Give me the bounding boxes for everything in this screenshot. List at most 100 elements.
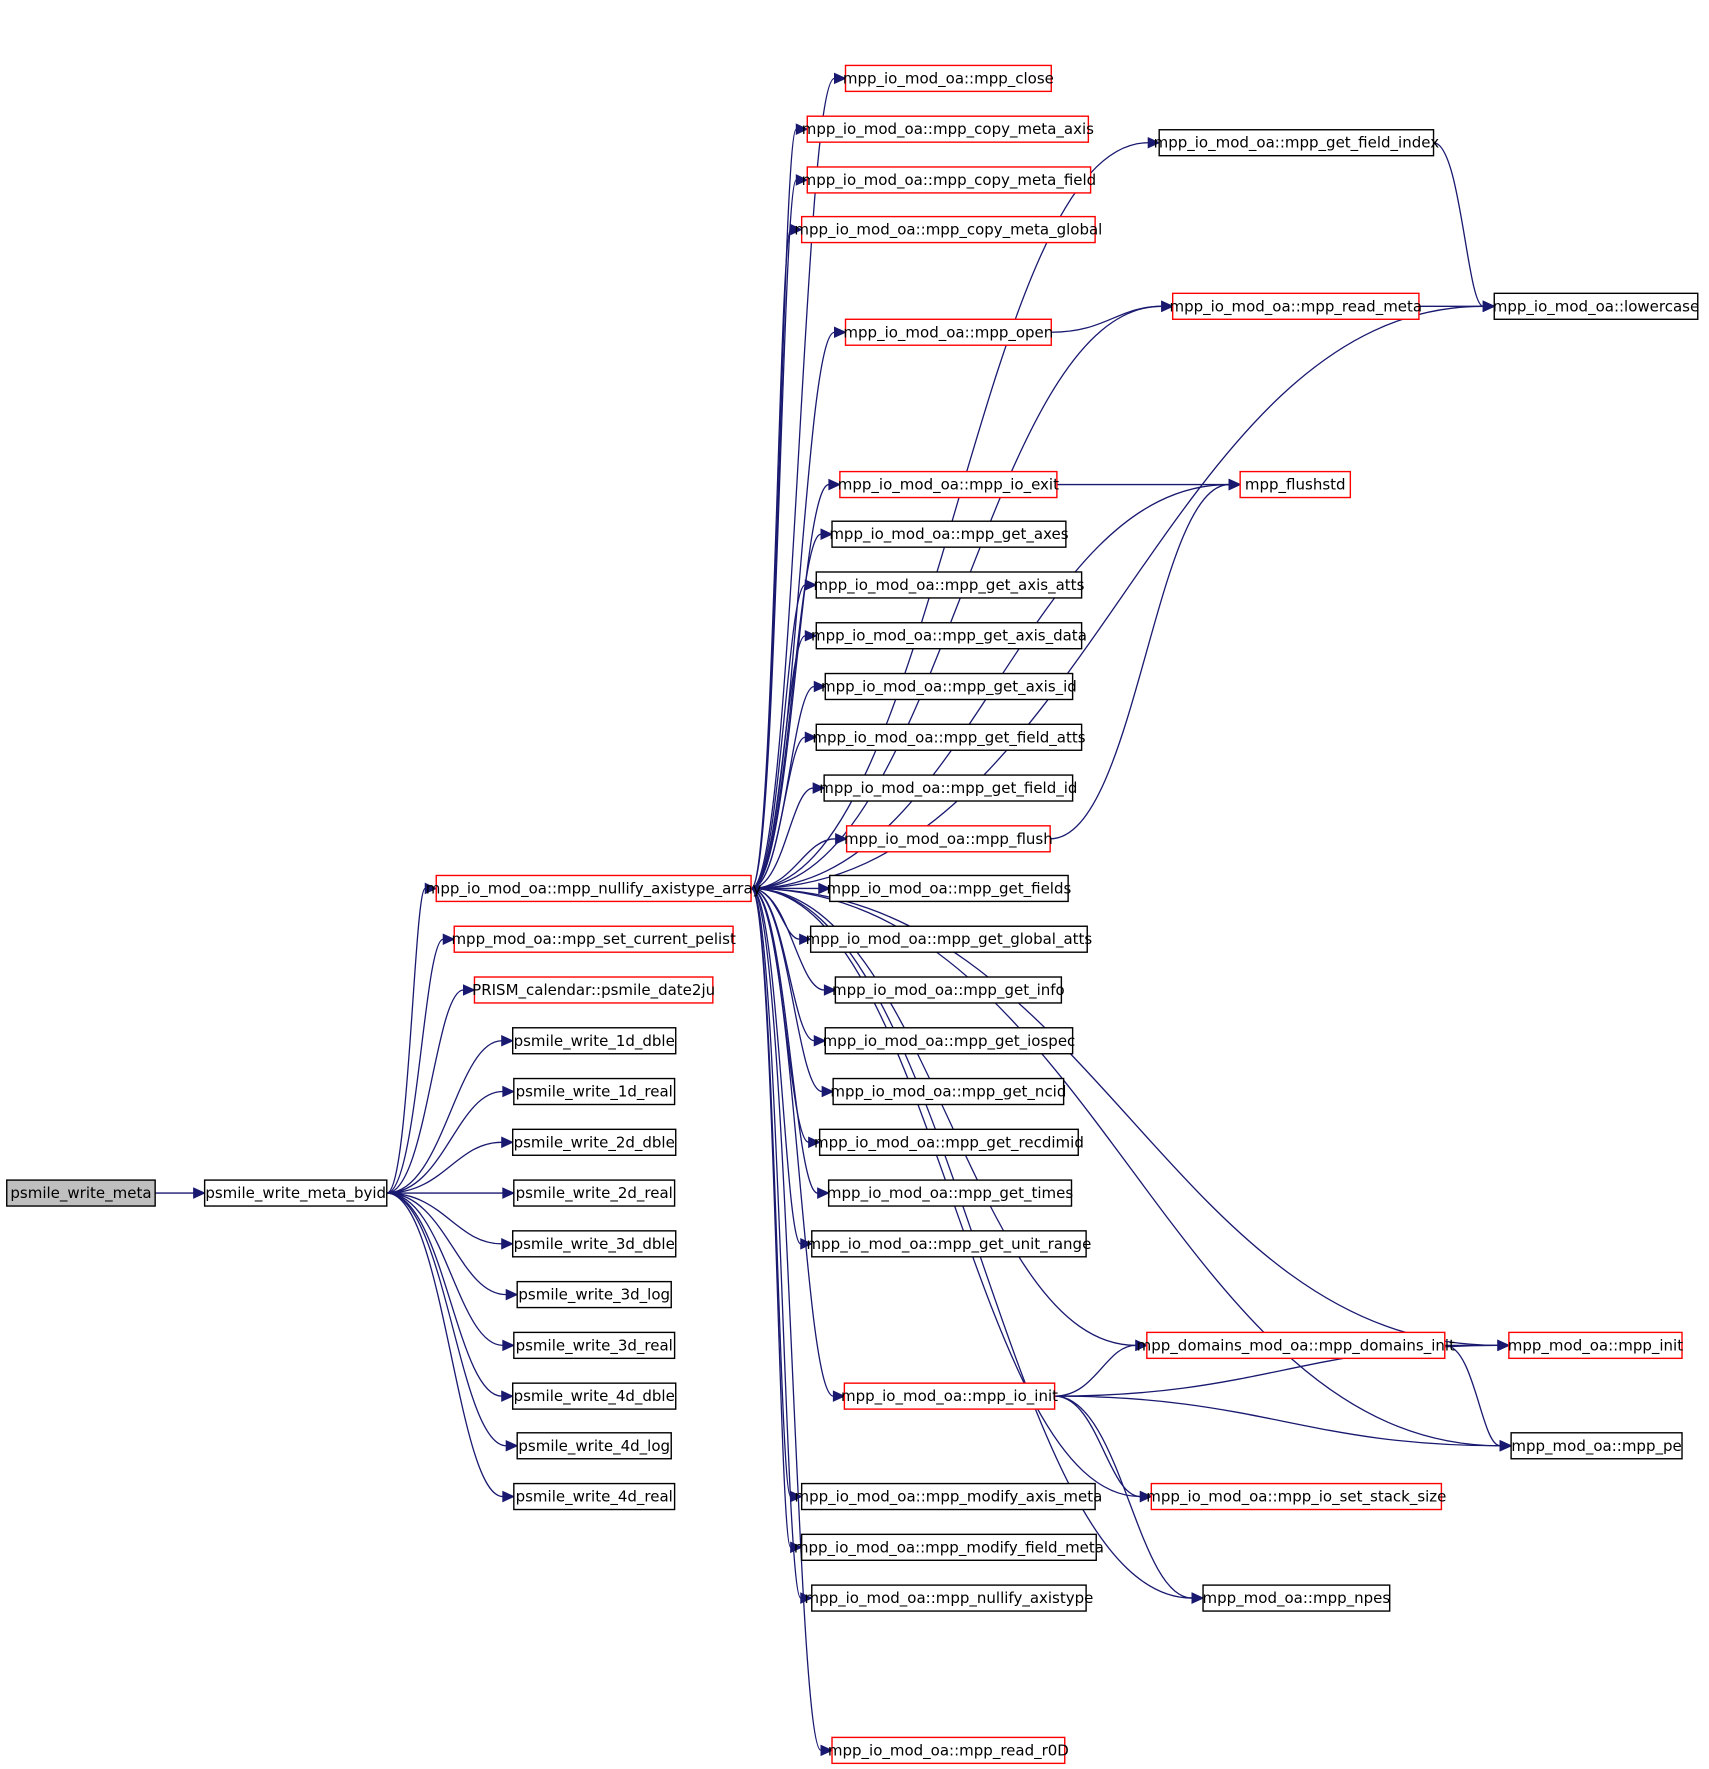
edge-nullify_arr-to-get_axis_data — [750, 635, 806, 890]
node-nullify-axt[interactable]: mpp_io_mod_oa::mpp_nullify_axistype — [804, 1584, 1093, 1612]
node-box — [800, 215, 1096, 244]
node-box — [513, 1331, 676, 1360]
edge-nullify_arr-to-get_axes — [750, 533, 822, 890]
node-mod-field-meta[interactable]: mpp_io_mod_oa::mpp_modify_field_meta — [794, 1533, 1104, 1561]
node-label: mpp_io_mod_oa::mpp_get_axis_id — [821, 678, 1077, 697]
node-box — [203, 1179, 388, 1207]
edge-byid-to-w1dd — [386, 1040, 502, 1194]
node-io-exit[interactable]: mpp_io_mod_oa::mpp_io_exit — [838, 470, 1059, 499]
node-mod-axis-meta[interactable]: mpp_io_mod_oa::mpp_modify_axis_meta — [794, 1482, 1102, 1511]
node-get-axis-id[interactable]: mpp_io_mod_oa::mpp_get_axis_id — [821, 672, 1077, 701]
node-nullify-arr[interactable]: mpp_io_mod_oa::mpp_nullify_axistype_arra… — [426, 874, 762, 903]
edge-byid-to-w2dd — [386, 1141, 502, 1194]
arrowhead — [817, 1187, 830, 1199]
node-box — [832, 1077, 1065, 1106]
edge-byid-to-date2ju — [386, 989, 464, 1194]
node-mpp-init[interactable]: mpp_mod_oa::mpp_init — [1508, 1331, 1683, 1360]
node-w3dd[interactable]: psmile_write_3d_dble — [512, 1230, 677, 1258]
node-label: mpp_io_mod_oa::mpp_copy_meta_axis — [802, 120, 1094, 139]
node-w1dd[interactable]: psmile_write_1d_dble — [512, 1027, 677, 1055]
node-label: mpp_io_mod_oa::mpp_get_fields — [827, 879, 1072, 898]
node-get-ncid[interactable]: mpp_io_mod_oa::mpp_get_ncid — [830, 1077, 1066, 1106]
node-box — [831, 1736, 1066, 1765]
edge-open-to-read_meta — [1051, 305, 1162, 333]
arrowhead — [820, 528, 834, 540]
node-box — [1150, 1482, 1443, 1511]
edge-nullify_arr-to-nullify_axt — [750, 887, 802, 1599]
node-close[interactable]: mpp_io_mod_oa::mpp_close — [843, 64, 1054, 93]
edge-nullify_arr-to-lowercase — [751, 305, 1484, 890]
node-get-axes[interactable]: mpp_io_mod_oa::mpp_get_axes — [829, 520, 1069, 548]
node-box — [843, 1382, 1056, 1410]
node-cp-axis[interactable]: mpp_io_mod_oa::mpp_copy_meta_axis — [802, 115, 1094, 143]
edge-nullify_arr-to-cp_field — [750, 179, 797, 890]
node-flushstd[interactable]: mpp_flushstd — [1239, 470, 1352, 499]
node-w4dr[interactable]: psmile_write_4d_real — [513, 1482, 676, 1511]
node-box — [845, 825, 1051, 853]
node-set-pelist[interactable]: mpp_mod_oa::mpp_set_current_pelist — [451, 925, 736, 953]
node-cp-field[interactable]: mpp_io_mod_oa::mpp_copy_meta_field — [802, 166, 1097, 194]
node-label: mpp_io_mod_oa::mpp_nullify_axistype_arra… — [426, 879, 762, 898]
node-get-times[interactable]: mpp_io_mod_oa::mpp_get_times — [827, 1179, 1073, 1207]
node-get-unit-range[interactable]: mpp_io_mod_oa::mpp_get_unit_range — [807, 1230, 1092, 1258]
node-get-field-id[interactable]: mpp_io_mod_oa::mpp_get_field_id — [819, 774, 1077, 802]
node-byid[interactable]: psmile_write_meta_byid — [203, 1179, 388, 1207]
node-read-meta[interactable]: mpp_io_mod_oa::mpp_read_meta — [1169, 292, 1422, 320]
node-label: mpp_io_mod_oa::mpp_get_axis_data — [811, 627, 1087, 646]
node-flush[interactable]: mpp_io_mod_oa::mpp_flush — [844, 825, 1053, 853]
node-box — [512, 1382, 677, 1410]
edge-nullify_arr-to-read_r0d — [750, 887, 822, 1752]
node-w3dr[interactable]: psmile_write_3d_real — [513, 1331, 676, 1360]
node-date2ju[interactable]: PRISM_calendar::psmile_date2ju — [472, 976, 715, 1004]
arrowhead — [505, 1288, 519, 1301]
edge-nullify_arr-to-get_info — [751, 887, 825, 991]
edge-nullify_arr-to-mpp_pe — [751, 887, 1501, 1447]
edge-domains_init-to-mpp_pe — [1444, 1344, 1501, 1447]
node-read-r0d[interactable]: mpp_io_mod_oa::mpp_read_r0D — [828, 1736, 1069, 1765]
node-npes[interactable]: mpp_mod_oa::mpp_npes — [1202, 1584, 1391, 1612]
arrowhead — [1135, 1339, 1149, 1352]
node-get-global-atts[interactable]: mpp_io_mod_oa::mpp_get_global_atts — [806, 925, 1093, 953]
node-cp-global[interactable]: mpp_io_mod_oa::mpp_copy_meta_global — [794, 215, 1102, 244]
node-domains-init[interactable]: mpp_domains_mod_oa::mpp_domains_init — [1137, 1331, 1455, 1360]
node-get-info[interactable]: mpp_io_mod_oa::mpp_get_info — [832, 976, 1065, 1004]
node-label: mpp_io_mod_oa::mpp_nullify_axistype — [804, 1589, 1093, 1608]
node-box — [839, 470, 1058, 499]
node-w2dr[interactable]: psmile_write_2d_real — [513, 1179, 676, 1207]
node-get-axis-data[interactable]: mpp_io_mod_oa::mpp_get_axis_data — [811, 622, 1087, 650]
node-w2dd[interactable]: psmile_write_2d_dble — [512, 1128, 677, 1156]
node-label: mpp_io_mod_oa::mpp_get_field_id — [819, 779, 1077, 798]
node-box — [453, 925, 734, 953]
node-label: mpp_mod_oa::mpp_pe — [1511, 1437, 1681, 1456]
arrowhead — [501, 1136, 514, 1149]
node-lowercase[interactable]: mpp_io_mod_oa::lowercase — [1493, 292, 1699, 320]
node-label: psmile_write_meta_byid — [205, 1184, 386, 1203]
node-stack-size[interactable]: mpp_io_mod_oa::mpp_io_set_stack_size — [1146, 1482, 1446, 1511]
node-w4dl[interactable]: psmile_write_4d_log — [516, 1432, 672, 1460]
node-box — [806, 166, 1092, 194]
edge-nullify_arr-to-mpp_init — [751, 887, 1498, 1347]
node-get-recdimid[interactable]: mpp_io_mod_oa::mpp_get_recdimid — [814, 1128, 1084, 1156]
node-get-axis-atts[interactable]: mpp_io_mod_oa::mpp_get_axis_atts — [813, 571, 1085, 599]
node-label: psmile_write_4d_real — [516, 1488, 673, 1507]
node-w4dd[interactable]: psmile_write_4d_dble — [512, 1382, 677, 1410]
node-io-init[interactable]: mpp_io_mod_oa::mpp_io_init — [841, 1382, 1058, 1410]
arrowhead — [505, 1439, 519, 1452]
node-mpp-pe[interactable]: mpp_mod_oa::mpp_pe — [1510, 1432, 1683, 1460]
edge-nullify_arr-to-get_axis_id — [750, 685, 815, 890]
node-open[interactable]: mpp_io_mod_oa::mpp_open — [843, 318, 1053, 346]
node-label: mpp_io_mod_oa::mpp_io_set_stack_size — [1146, 1488, 1446, 1507]
node-label: mpp_io_mod_oa::mpp_get_field_atts — [812, 728, 1085, 747]
node-get-fields[interactable]: mpp_io_mod_oa::mpp_get_fields — [827, 874, 1072, 903]
node-get-iospec[interactable]: mpp_io_mod_oa::mpp_get_iospec — [823, 1027, 1076, 1055]
node-get-field-atts[interactable]: mpp_io_mod_oa::mpp_get_field_atts — [812, 723, 1086, 751]
node-root[interactable]: psmile_write_meta — [6, 1179, 156, 1207]
node-w3dl[interactable]: psmile_write_3d_log — [516, 1280, 672, 1309]
node-box — [806, 115, 1090, 143]
arrowhead — [462, 984, 476, 996]
node-w1dr[interactable]: psmile_write_1d_real — [513, 1077, 676, 1106]
node-field-index[interactable]: mpp_io_mod_oa::mpp_get_field_index — [1154, 129, 1440, 157]
node-box — [1508, 1331, 1683, 1360]
node-box — [513, 1077, 676, 1106]
